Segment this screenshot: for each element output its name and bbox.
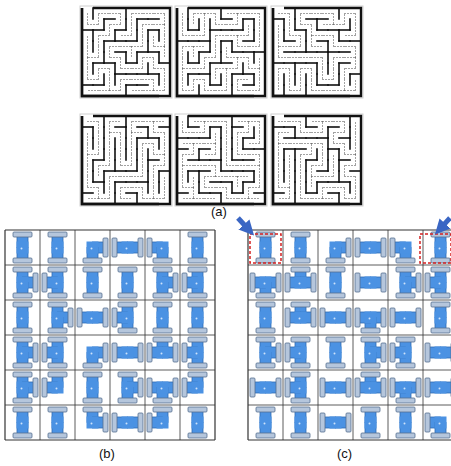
panel-label: (a)	[211, 204, 227, 219]
highlight-box	[250, 234, 281, 263]
pipe-grid	[5, 230, 215, 440]
highlight-box	[420, 234, 451, 263]
maze	[80, 6, 172, 98]
panel-label: (b)	[99, 446, 115, 461]
maze	[80, 114, 172, 206]
maze	[271, 6, 363, 98]
panel-label: (c)	[337, 446, 352, 461]
pipe-grid	[248, 230, 451, 440]
maze	[175, 114, 267, 206]
maze	[175, 6, 267, 98]
maze	[271, 114, 363, 206]
pointer-arrow	[238, 218, 249, 230]
pointer-arrow	[440, 218, 450, 229]
